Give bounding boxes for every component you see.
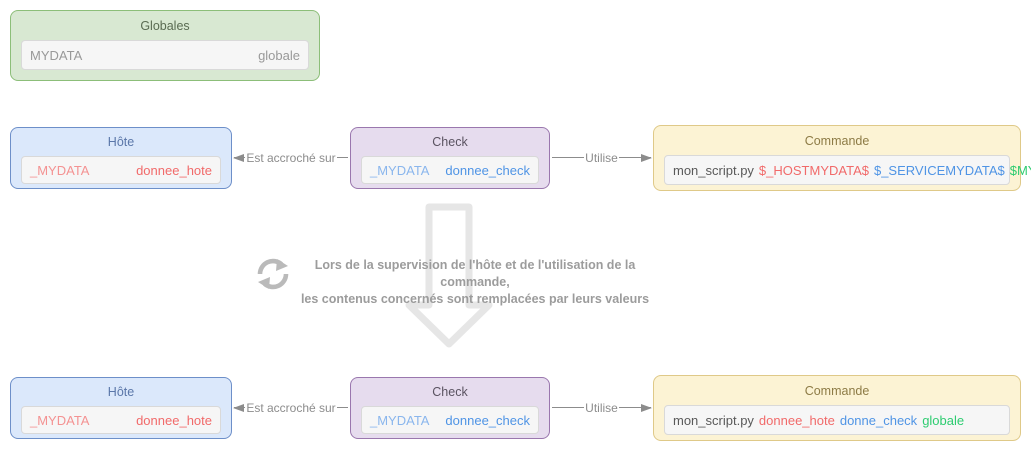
arrow-right-head-icon xyxy=(641,404,652,412)
globales-field-name: MYDATA xyxy=(30,47,83,63)
hote-title: Hôte xyxy=(107,385,135,399)
arrow-left-head-icon xyxy=(233,404,244,412)
commande-field: mon_script.py $_HOSTMYDATA$ $_SERVICEMYD… xyxy=(664,155,1031,185)
arrow-right-head-icon xyxy=(641,154,652,162)
arrow-label: Utilise xyxy=(584,151,619,165)
hote-box-after: Hôte _MYDATA donnee_hote xyxy=(10,377,232,439)
transformation-note: Lors de la supervision de l'hôte et de l… xyxy=(285,257,665,308)
big-down-arrow-icon xyxy=(405,203,493,348)
hote-title: Hôte xyxy=(107,135,135,149)
arrow-utilise-after: Utilise xyxy=(551,400,652,416)
check-title: Check xyxy=(432,135,468,149)
arrow-est-accroche-sur-before: Est accroché sur xyxy=(233,150,349,166)
globales-field-value: globale xyxy=(258,47,300,63)
globales-title: Globales xyxy=(140,19,190,33)
check-title: Check xyxy=(432,385,468,399)
command-segment: mon_script.py xyxy=(673,162,754,178)
commande-title: Commande xyxy=(804,384,870,398)
check-field-name: _MYDATA xyxy=(370,412,430,428)
note-line-1: Lors de la supervision de l'hôte et de l… xyxy=(314,258,636,289)
globales-field: MYDATA globale xyxy=(21,40,309,70)
hote-field-name: _MYDATA xyxy=(30,162,90,178)
check-box-before: Check _MYDATA donnee_check xyxy=(350,127,550,189)
command-segment: donne_check xyxy=(839,412,918,428)
commande-box-after: Commande mon_script.py donnee_hote donne… xyxy=(653,375,1021,441)
check-box-after: Check _MYDATA donnee_check xyxy=(350,377,550,439)
globales-box: Globales MYDATA globale xyxy=(10,10,320,81)
check-field-name: _MYDATA xyxy=(370,162,430,178)
command-segment: $_SERVICEMYDATA$ xyxy=(873,162,1005,178)
note-line-2: les contenus concernés sont remplacées p… xyxy=(300,292,650,306)
hote-field: _MYDATA donnee_hote xyxy=(21,406,221,434)
check-field: _MYDATA donnee_check xyxy=(361,406,539,434)
check-field-value: donnee_check xyxy=(445,412,530,428)
command-segment: donnee_hote xyxy=(758,412,835,428)
arrow-est-accroche-sur-after: Est accroché sur xyxy=(233,400,349,416)
check-field-value: donnee_check xyxy=(445,162,530,178)
arrow-label: Utilise xyxy=(584,401,619,415)
arrow-label: Est accroché sur xyxy=(245,401,337,415)
command-segment: $MYDATA$ xyxy=(1009,162,1031,178)
hote-field-value: donnee_hote xyxy=(136,412,212,428)
command-segment: mon_script.py xyxy=(673,412,754,428)
command-segment: globale xyxy=(922,412,965,428)
commande-box-before: Commande mon_script.py $_HOSTMYDATA$ $_S… xyxy=(653,125,1031,191)
hote-field-value: donnee_hote xyxy=(136,162,212,178)
hote-field-name: _MYDATA xyxy=(30,412,90,428)
refresh-icon xyxy=(257,258,289,290)
arrow-label: Est accroché sur xyxy=(245,151,337,165)
arrow-left-head-icon xyxy=(233,154,244,162)
check-field: _MYDATA donnee_check xyxy=(361,156,539,184)
commande-title: Commande xyxy=(804,134,870,148)
commande-field: mon_script.py donnee_hote donne_check gl… xyxy=(664,405,1010,435)
hote-field: _MYDATA donnee_hote xyxy=(21,156,221,184)
command-segment: $_HOSTMYDATA$ xyxy=(758,162,869,178)
hote-box-before: Hôte _MYDATA donnee_hote xyxy=(10,127,232,189)
arrow-utilise-before: Utilise xyxy=(551,150,652,166)
